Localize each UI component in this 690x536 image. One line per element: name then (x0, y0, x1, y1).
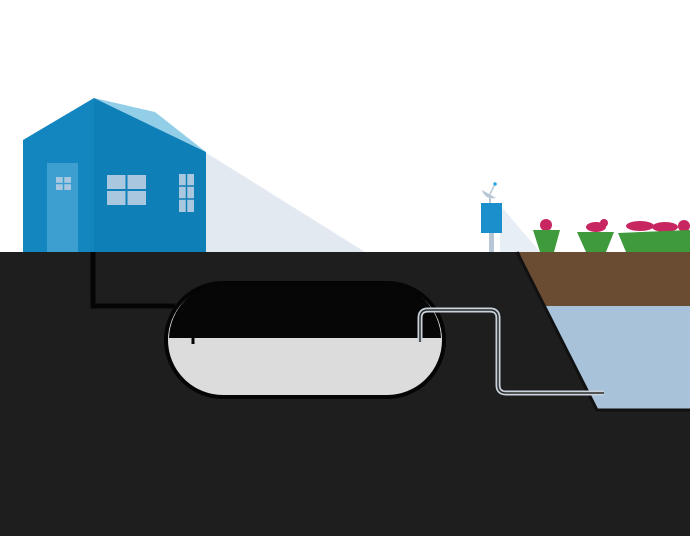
septic-tank-icon (164, 281, 446, 399)
sensor-light-cone (500, 205, 540, 252)
house-roof-highlight (94, 98, 206, 152)
sensor-post (489, 232, 494, 252)
house-door (47, 163, 78, 252)
flower-planter-icon (533, 219, 690, 252)
tank-outline (164, 281, 446, 399)
monitoring-sensor-icon (481, 182, 540, 252)
planter-1 (533, 219, 560, 252)
drain-field-edge (515, 251, 690, 412)
drain-field-icon (515, 251, 690, 412)
house-icon (23, 98, 206, 252)
planter-2 (577, 219, 614, 252)
outlet-pipe (417, 307, 604, 396)
door-window (56, 177, 71, 190)
tank-air-space (169, 283, 441, 338)
drain-field-water (543, 306, 690, 409)
house-side-wall (94, 98, 206, 252)
house-shadow (205, 152, 365, 252)
house-side-window (179, 174, 194, 212)
drain-field-soil (519, 252, 690, 306)
inlet-pipe (90, 252, 175, 309)
sensor-box (481, 203, 502, 233)
planter-3 (618, 220, 690, 252)
satellite-dish-icon (482, 182, 497, 203)
house-window (107, 175, 146, 205)
